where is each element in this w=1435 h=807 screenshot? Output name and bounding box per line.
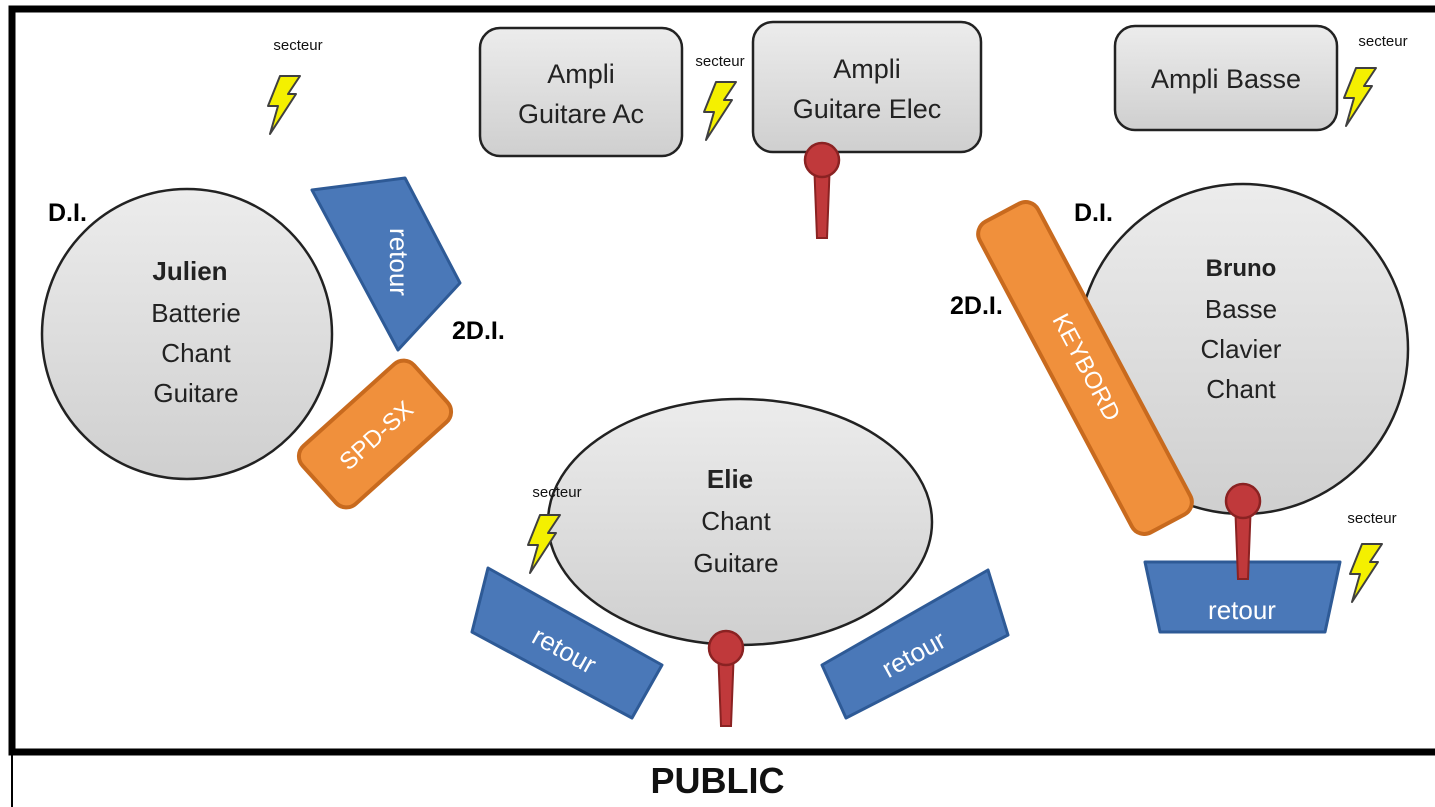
monitor-julien: retour [310,176,462,352]
musician-name: Julien [152,256,227,286]
lightning-icon [1349,543,1383,603]
power-label: secteur [1347,510,1396,527]
amp-label: Guitare Ac [518,99,644,129]
amp-label: Ampli [547,59,615,89]
amp-basse: Ampli Basse [1113,24,1339,132]
di2-label: 2D.I. [950,292,1003,320]
stage-border [8,5,1435,756]
power-elie: secteur [527,484,582,574]
audience-label: PUBLIC [650,760,785,801]
amp-guitare-elec: Ampli Guitare Elec [751,20,983,154]
power-label: secteur [1358,33,1407,50]
di-label: D.I. [48,199,87,227]
di2-label: 2D.I. [452,317,505,345]
amp-label: Ampli Basse [1151,64,1301,94]
musician-role: Chant [1206,374,1276,404]
amp-label: Ampli [833,54,901,84]
musician-elie: Elie Chant Guitare [546,397,934,647]
musician-role: Batterie [151,298,241,328]
lightning-icon [267,75,301,135]
power-ampli-basse: secteur [1343,33,1408,127]
monitor-elie-right: retour [820,568,1010,720]
musician-name: Elie [707,464,753,494]
mic-icon [707,629,745,728]
power-julien: secteur [267,37,323,135]
power-bruno: secteur [1347,510,1397,603]
musician-role: Clavier [1201,334,1282,364]
power-label: secteur [273,37,322,54]
monitor-label: retour [1208,595,1276,625]
musician-name: Bruno [1206,255,1277,282]
amp-guitare-ac: Ampli Guitare Ac [478,26,684,158]
musician-role: Chant [701,506,771,536]
power-label: secteur [532,484,581,501]
amp-label: Guitare Elec [793,94,942,124]
mic-icon [803,141,841,240]
musician-role: Guitare [693,548,778,578]
monitor-elie-left: retour [470,566,664,720]
musician-role: Guitare [153,378,238,408]
power-label: secteur [695,53,744,70]
di-label: D.I. [1074,199,1113,227]
musician-bruno: Bruno Basse Clavier Chant [1076,182,1410,516]
musician-role: Chant [161,338,231,368]
lightning-icon [1343,67,1377,127]
instrument-spd-sx: SPD-SX [296,358,454,510]
monitor-bruno: retour [1143,560,1342,634]
musician-role: Basse [1205,294,1277,324]
monitor-label: retour [384,228,414,296]
lightning-icon [703,81,737,141]
musician-julien: Julien Batterie Chant Guitare [40,187,334,481]
power-ampli-ac: secteur [695,53,745,141]
